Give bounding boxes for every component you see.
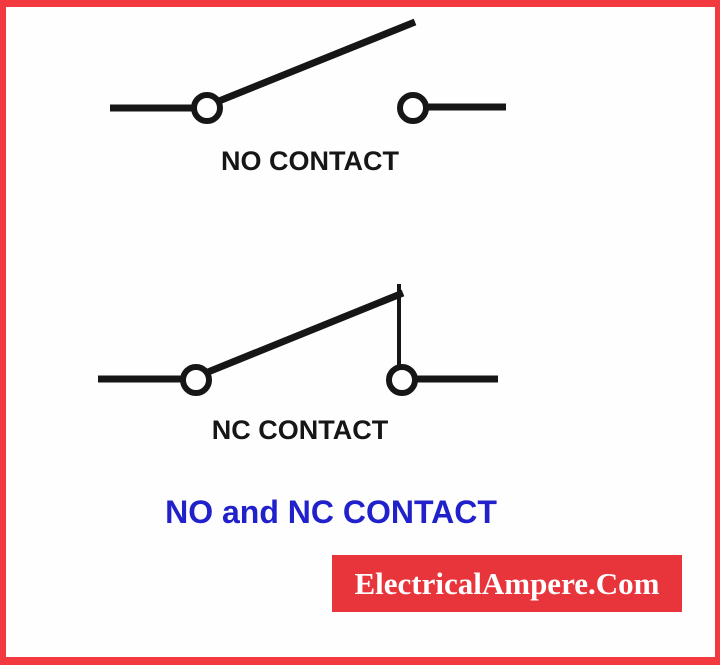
diagram-caption: NO and NC CONTACT (165, 494, 497, 530)
no-lever-line (217, 18, 417, 105)
watermark-text: ElectricalAmpere.Com (354, 565, 660, 601)
no-contact-label: NO CONTACT (221, 146, 399, 176)
nc-pivot-contact-circle (180, 364, 212, 396)
watermark-banner: ElectricalAmpere.Com (332, 555, 682, 612)
nc-contact-label: NC CONTACT (211, 415, 389, 445)
nc-right-contact-circle (386, 364, 418, 396)
no-pivot-contact-circle (191, 92, 223, 124)
no-contact-symbol (110, 18, 506, 124)
nc-contact-symbol (98, 284, 498, 396)
no-right-contact-circle (397, 92, 429, 124)
nc-lever-line (206, 289, 405, 376)
